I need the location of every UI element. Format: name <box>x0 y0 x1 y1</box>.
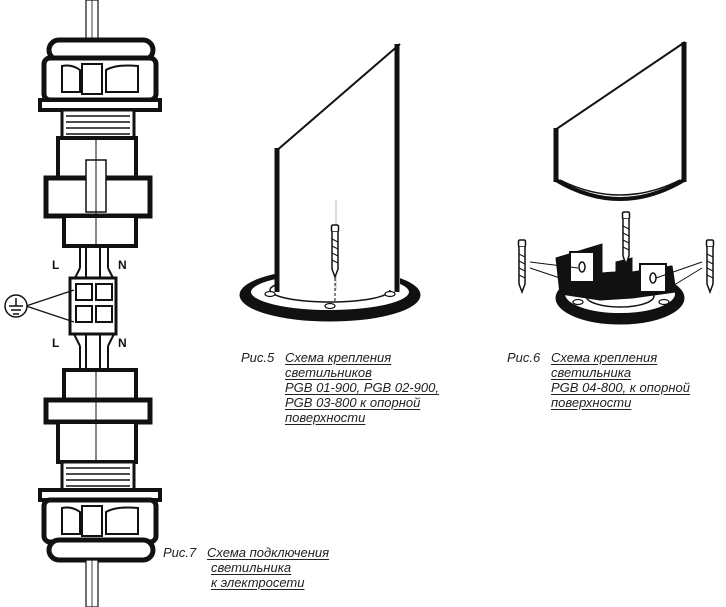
line-label-top: L <box>52 258 60 272</box>
cable-connector-drawing <box>25 0 162 607</box>
pole-mounting-drawing-fig6 <box>517 41 715 325</box>
neutral-label-top: N <box>118 258 127 272</box>
caption-fig5-line: PGB 01-900, PGB 02-900, <box>285 380 439 395</box>
caption-fig7-number: Рис.7 <box>163 545 197 560</box>
caption-fig5-number: Рис.5 <box>241 350 275 365</box>
line-label-bottom: L <box>52 336 60 350</box>
caption-fig7-line: Схема подключения <box>207 545 330 560</box>
caption-fig5-line: Схема крепления <box>285 350 392 365</box>
ground-icon <box>4 294 28 318</box>
caption-fig6-line: Схема крепления <box>551 350 658 365</box>
caption-fig6-number: Рис.6 <box>507 350 541 365</box>
pole-mounting-drawing-fig5 <box>239 42 421 322</box>
caption-fig7-line: к электросети <box>211 575 305 590</box>
caption-fig7-line: светильника <box>211 560 292 575</box>
caption-fig5-line: поверхности <box>285 410 366 425</box>
caption-fig5-line: светильников <box>285 365 372 380</box>
caption-fig5-line: PGB 03-800 к опорной <box>285 395 421 410</box>
caption-fig6-line: светильника <box>551 365 632 380</box>
caption-fig6-line: PGB 04-800, к опорной <box>551 380 690 395</box>
caption-fig6-line: поверхности <box>551 395 632 410</box>
neutral-label-bottom: N <box>118 336 127 350</box>
